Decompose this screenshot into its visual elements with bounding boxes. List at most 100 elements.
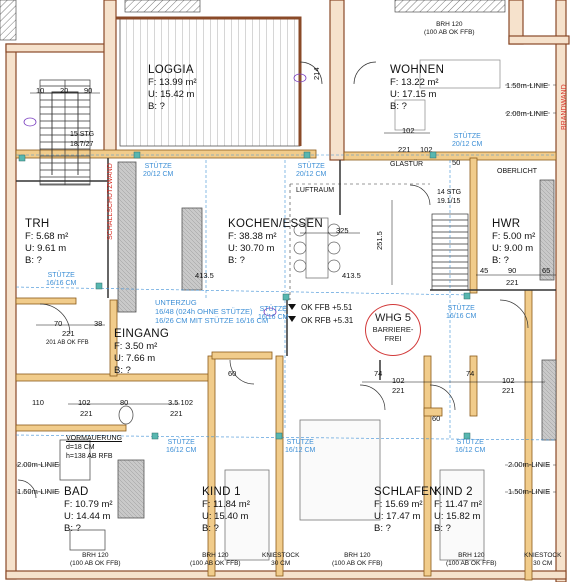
loggia-railing bbox=[116, 16, 302, 146]
unit-badge: WHG 5 BARRIERE-FREI bbox=[365, 304, 421, 356]
dim-102-glas: 102 bbox=[420, 145, 433, 154]
dim-221-hwr: 221 bbox=[506, 278, 519, 287]
line-150-bad: 1.50m-LINIE bbox=[17, 487, 60, 496]
beds bbox=[224, 419, 485, 561]
level-ok-ffb: OK FFB +5.51 bbox=[301, 303, 353, 312]
dim-45: 45 bbox=[480, 266, 489, 275]
oberlicht-label: OBERLICHT bbox=[497, 168, 538, 175]
room-area: F: 5.68 m² bbox=[25, 231, 69, 242]
room-name: EINGANG bbox=[114, 328, 170, 340]
line-200-wohnen: 2.00m-LINIE bbox=[506, 109, 549, 118]
dim-10: 10 bbox=[36, 86, 45, 95]
room-perimeter: U: 17.15 m bbox=[390, 89, 437, 100]
room-perimeter: U: 17.47 m bbox=[374, 511, 421, 522]
window-note-kind1: BRH 120(100 AB OK FFB) bbox=[190, 552, 241, 567]
room-b: B: ? bbox=[374, 523, 391, 534]
dim-221-eingang: 221 bbox=[62, 329, 75, 338]
window-note-wohnen: BRH 120(100 AB OK FFB) bbox=[424, 21, 475, 36]
line-150-wohnen: 1.50m-LINIE bbox=[506, 81, 549, 90]
stair-small-steps: 14 STG bbox=[437, 189, 462, 196]
dim-221-glas: 221 bbox=[398, 145, 411, 154]
room-hwr: HWR F: 5.00 m² U: 9.00 m B: ? bbox=[492, 218, 535, 267]
dim-65: 65 bbox=[542, 266, 551, 275]
room-b: B: ? bbox=[25, 255, 42, 266]
room-perimeter: U: 15.82 m bbox=[434, 511, 481, 522]
room-trh: TRH F: 5.68 m² U: 9.61 m B: ? bbox=[25, 218, 68, 267]
dim-102-schlafen: 102 bbox=[392, 376, 405, 385]
window-note-kind2: BRH 120(100 AB OK FFB) bbox=[446, 552, 497, 567]
loggia-deck bbox=[119, 17, 301, 147]
window-note-bad: BRH 120(100 AB OK FFB) bbox=[70, 552, 121, 567]
room-area: F: 15.69 m² bbox=[374, 499, 423, 510]
line-150-kind2: 1.50m-LINIE bbox=[508, 487, 551, 496]
dim-3-5-102: 3.5 102 bbox=[168, 398, 194, 407]
unit-label: WHG 5 bbox=[374, 312, 412, 324]
stair-trh bbox=[39, 79, 91, 186]
dim-60-a: 60 bbox=[228, 369, 237, 378]
vormauerung-d: d=18 CM bbox=[66, 444, 95, 451]
room-area: F: 38.38 m² bbox=[228, 231, 277, 242]
room-b: B: ? bbox=[202, 523, 219, 534]
dim-102-kind2: 102 bbox=[502, 376, 515, 385]
hwr-cabinet bbox=[539, 179, 555, 281]
room-loggia: LOGGIA F: 13.99 m² U: 15.42 m B: ? bbox=[148, 64, 197, 113]
dim-413-5-b: 413.5 bbox=[342, 271, 361, 280]
roof-windows bbox=[0, 0, 506, 41]
living-furniture bbox=[394, 59, 501, 131]
room-name: HWR bbox=[492, 218, 521, 230]
room-kind-1: KIND 1 F: 11.84 m² U: 15.40 m B: ? bbox=[202, 486, 250, 535]
dim-201-ffb: 201 AB OK FFB bbox=[46, 340, 89, 346]
vormauerung-label: VORMAUERUNG bbox=[66, 435, 123, 442]
room-b: B: ? bbox=[492, 255, 509, 266]
room-perimeter: U: 15.40 m bbox=[202, 511, 249, 522]
room-kochen-essen: KOCHEN/ESSEN F: 38.38 m² U: 30.70 m B: ? bbox=[228, 218, 323, 267]
kitchen-counter bbox=[117, 161, 137, 313]
bath-tub bbox=[117, 459, 145, 519]
unterzug-detail-1: 16/48 (024h OHNE STÜTZE) bbox=[155, 307, 253, 316]
dim-90: 90 bbox=[84, 86, 93, 95]
room-name: SCHLAFEN bbox=[374, 486, 438, 498]
room-b: B: ? bbox=[228, 255, 245, 266]
room-area: F: 11.47 m² bbox=[434, 499, 482, 510]
hidden-lines bbox=[16, 84, 556, 493]
room-perimeter: U: 30.70 m bbox=[228, 243, 275, 254]
room-b: B: ? bbox=[390, 101, 407, 112]
brandwand-label: BRANDWAND bbox=[561, 84, 568, 130]
vormauerung-h: h=138 AB RFB bbox=[66, 453, 113, 460]
line-200-kind2: 2.00m-LINIE bbox=[508, 460, 551, 469]
blue-symbols bbox=[23, 73, 307, 317]
room-name: BAD bbox=[64, 486, 89, 498]
room-perimeter: U: 9.61 m bbox=[25, 243, 67, 254]
room-name: TRH bbox=[25, 218, 50, 230]
level-ok-rfb: OK RFB +5.31 bbox=[301, 316, 354, 325]
room-bad: BAD F: 10.79 m² U: 14.44 m B: ? bbox=[64, 486, 113, 535]
dim-102-bad: 102 bbox=[78, 398, 91, 407]
luftraum-label: LUFTRAUM bbox=[296, 187, 335, 194]
dim-70: 70 bbox=[54, 319, 63, 328]
room-b: B: ? bbox=[148, 101, 165, 112]
dimension-lines bbox=[30, 92, 556, 405]
dim-214: 214 bbox=[312, 67, 321, 80]
room-area: F: 13.99 m² bbox=[148, 77, 197, 88]
room-perimeter: U: 9.00 m bbox=[492, 243, 534, 254]
room-name: KOCHEN/ESSEN bbox=[228, 218, 323, 230]
dim-110: 110 bbox=[32, 398, 44, 407]
unterzug-label: UNTERZUG bbox=[155, 298, 197, 307]
stair-steps: 15 STG bbox=[70, 131, 95, 138]
dim-90-hwr: 90 bbox=[508, 266, 517, 275]
dim-221-bad: 221 bbox=[80, 409, 93, 418]
glastuer-label: GLASTÜR bbox=[390, 161, 424, 168]
dim-413-5-a: 413.5 bbox=[195, 271, 214, 280]
room-name: LOGGIA bbox=[148, 64, 194, 76]
room-area: F: 3.50 m² bbox=[114, 341, 158, 352]
room-perimeter: U: 7.66 m bbox=[114, 353, 156, 364]
